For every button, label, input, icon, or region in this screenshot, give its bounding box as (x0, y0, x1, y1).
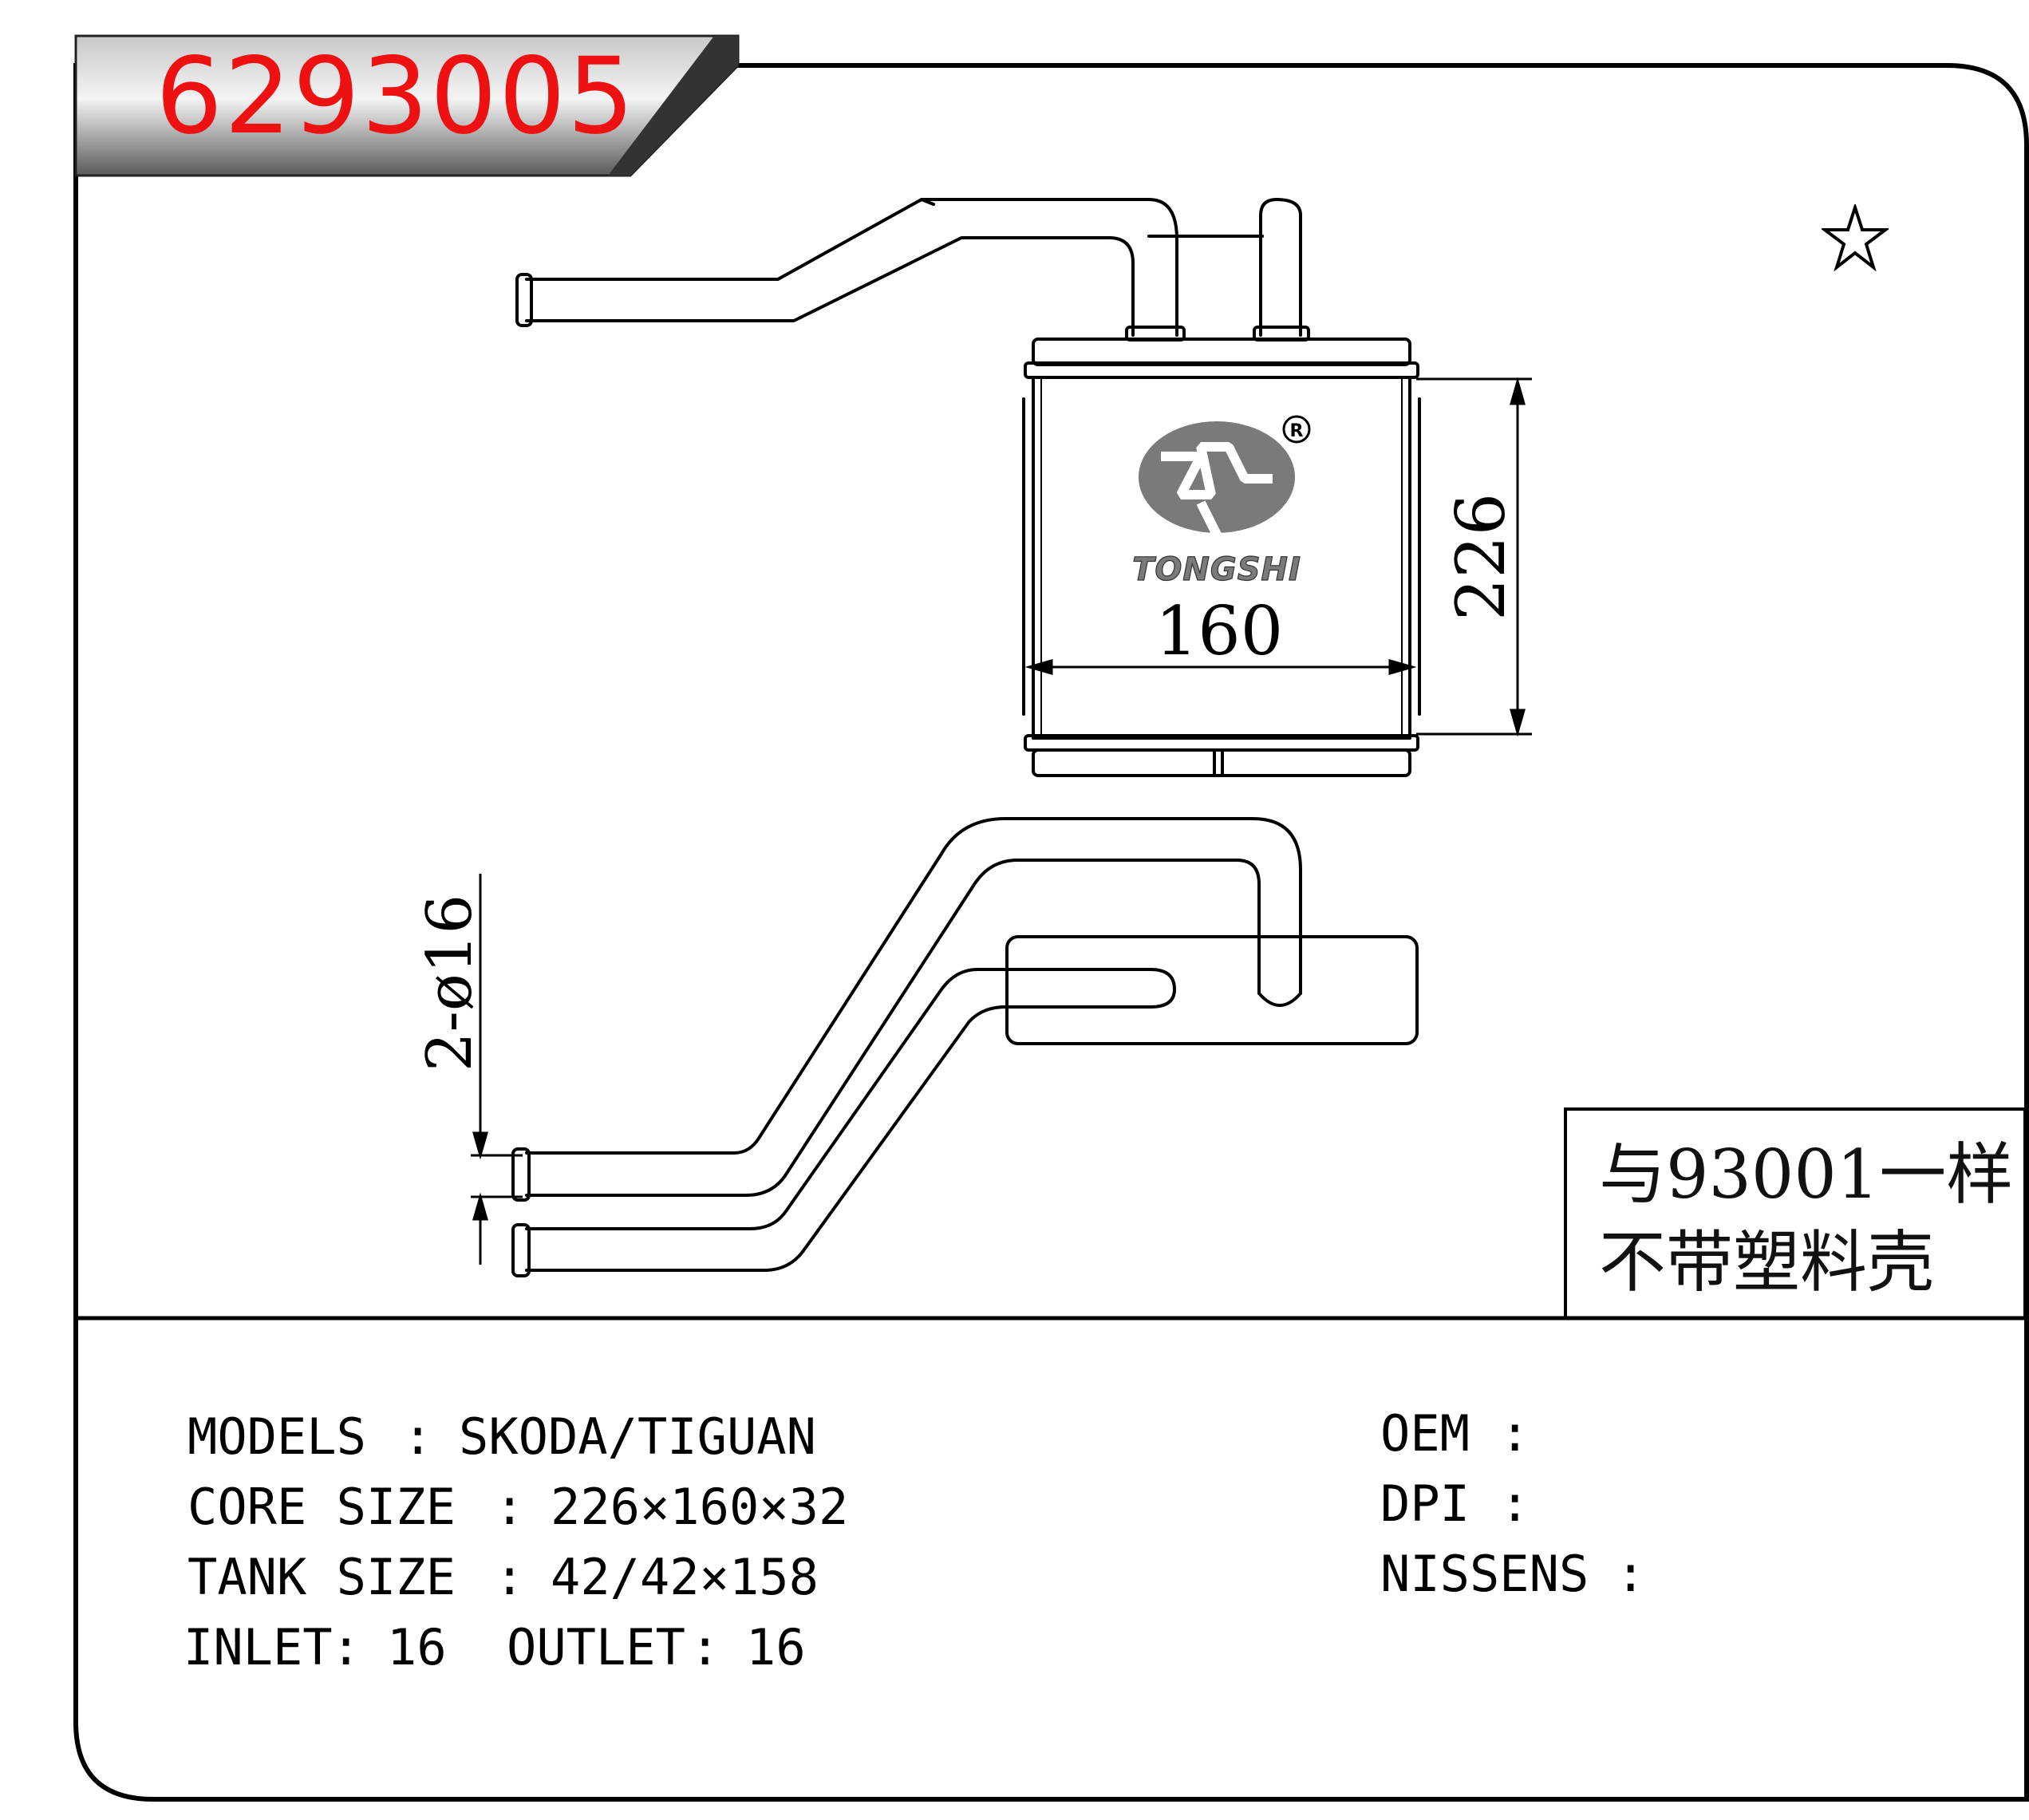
spec-outlet-value: 16 (746, 1618, 806, 1676)
pipe-diameter-label: 2-ø16 (414, 894, 486, 1072)
pipe-diameter-dimension (471, 874, 523, 1265)
width-dimension (1024, 659, 1417, 675)
spec-tank-label: TANK SIZE (188, 1548, 456, 1606)
spec-separator: : (1616, 1545, 1646, 1603)
spec-inlet-value: 16 (387, 1618, 447, 1676)
spec-tank-value: 42/42×158 (551, 1548, 819, 1606)
spec-nissens-label: NISSENS (1380, 1545, 1589, 1603)
note-box-border (1564, 1107, 2027, 1320)
spec-models-label: MODELS (188, 1407, 366, 1466)
width-label: 160 (1155, 592, 1283, 670)
tongshi-logo: R TONGSHI (1132, 415, 1311, 589)
note-line-1: 与93001一样 (1599, 1135, 2014, 1214)
heater-core-top-view (511, 817, 1419, 1277)
heater-core-front-view (515, 198, 1421, 777)
spec-separator: : (1500, 1404, 1530, 1463)
height-dimension (1416, 377, 1532, 737)
note-box: 与93001一样 不带塑料壳 (1565, 1109, 2025, 1318)
spec-separator: : (1500, 1475, 1530, 1533)
spec-separator: : (403, 1407, 433, 1466)
spec-models-value: SKODA/TIGUAN (459, 1407, 816, 1466)
spec-separator: : (495, 1548, 525, 1606)
spec-inlet-label: INLET (184, 1618, 333, 1676)
logo-emblem (1139, 421, 1295, 533)
spec-separator: : (331, 1618, 361, 1676)
registered-mark-icon (1282, 415, 1311, 444)
part-number: 6293005 (156, 35, 636, 158)
spec-separator: : (690, 1618, 720, 1676)
height-label: 226 (1442, 493, 1520, 621)
brand-name: TONGSHI (1132, 551, 1301, 588)
spec-oem-label: OEM (1380, 1404, 1470, 1463)
star-icon (1822, 204, 1889, 271)
spec-core-value: 226×160×32 (551, 1478, 849, 1536)
spec-separator: : (495, 1478, 525, 1536)
spec-dpi-label: DPI (1380, 1475, 1470, 1533)
note-line-2: 不带塑料壳 (1599, 1223, 1935, 1301)
sheet-frame (73, 63, 2029, 1802)
registered-mark: R (1290, 421, 1304, 441)
spec-core-label: CORE SIZE (188, 1478, 456, 1536)
spec-outlet-label: OUTLET (507, 1618, 685, 1676)
